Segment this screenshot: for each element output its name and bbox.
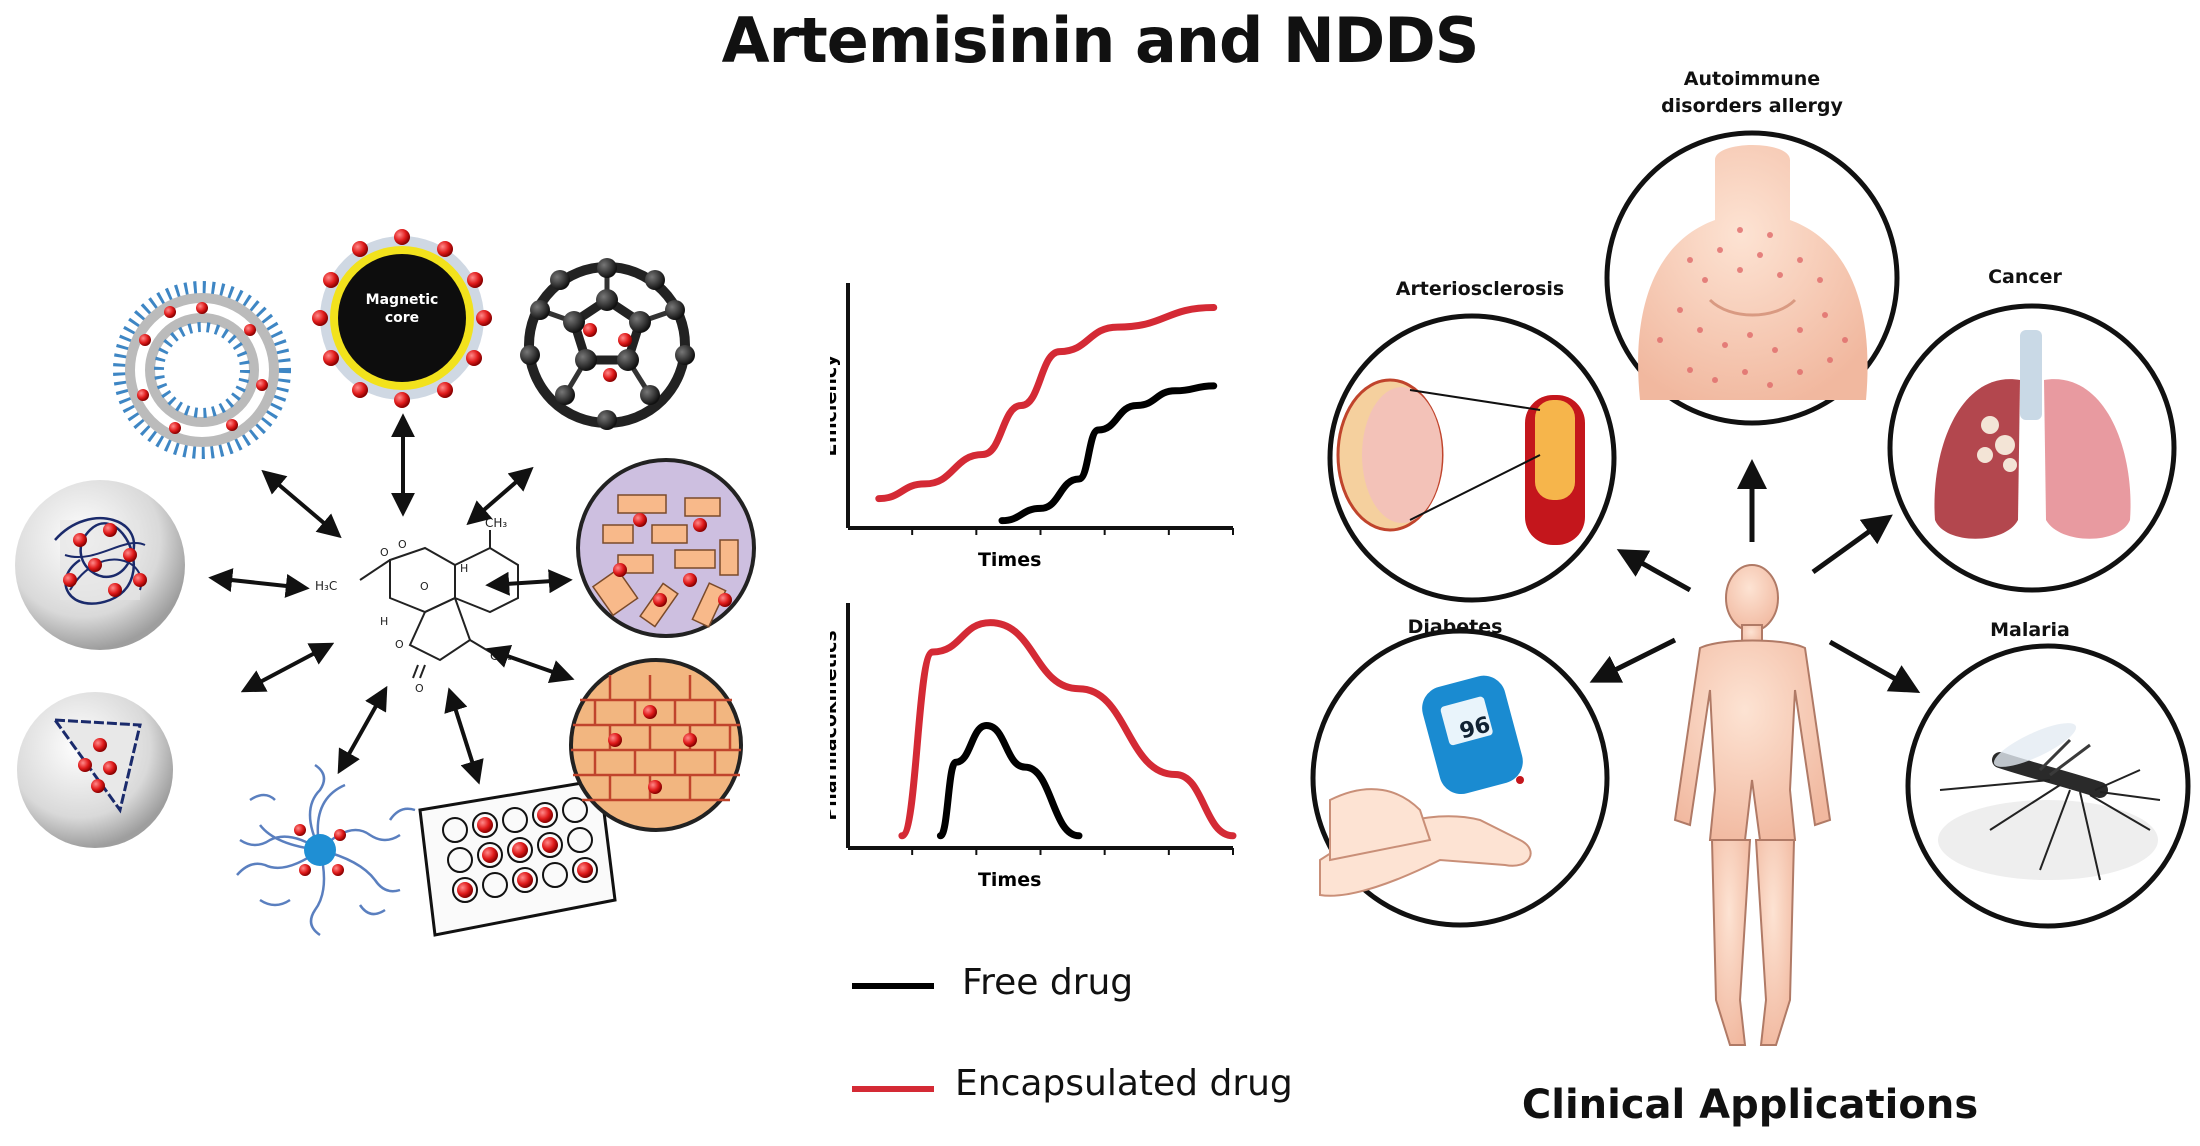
fullerene: [520, 258, 695, 430]
figure-title: Artemisinin and NDDS: [721, 4, 1480, 77]
svg-text:O: O: [380, 546, 389, 559]
svg-text:H: H: [460, 562, 468, 575]
legend-free-swatch: [852, 983, 934, 989]
pharmacokinetics-series-encapsulated-drug: [898, 619, 1237, 840]
cancer-label: Cancer: [1988, 266, 2062, 288]
svg-text:O: O: [395, 638, 404, 651]
artemisinin-structure: H₃C O O O CH₃ CH₃ H H O O: [315, 516, 519, 695]
svg-text:H: H: [380, 615, 388, 628]
autoimmune-label: Autoimmune disorders allergy: [1661, 68, 1843, 117]
arteriosclerosis-circle: [1327, 313, 1617, 603]
graphene-sheet: [418, 778, 617, 937]
clinical-applications-title: Clinical Applications: [1521, 1082, 1979, 1128]
magnetic-core-label: Magnetic core: [365, 292, 439, 326]
liposome: [113, 281, 291, 459]
nanocarrier-diagram: H₃C O O O CH₃ CH₃ H H O O: [15, 229, 756, 937]
nanostructured-lipid-carrier: [569, 658, 743, 832]
legend-encapsulated-label: Encapsulated drug: [955, 1063, 1293, 1104]
legend-free-label: Free drug: [962, 962, 1134, 1003]
efficiency-chart: EfficiencyTimes0: [830, 283, 1234, 570]
autoimmune-circle: [1604, 130, 1900, 426]
legend-encapsulated-swatch: [852, 1086, 934, 1092]
pharmacokinetics-chart: PharmacokineticsTimes0: [830, 603, 1237, 890]
malaria-circle: [1905, 643, 2191, 929]
efficiency-series-free-drug: [998, 382, 1218, 525]
nanosphere: [15, 480, 185, 650]
clinical-arrows: [1589, 459, 1921, 693]
arteriosclerosis-label: Arteriosclerosis: [1395, 278, 1565, 300]
svg-text:CH₃: CH₃: [485, 516, 507, 530]
dendrimer: [236, 763, 416, 937]
solid-lipid-nanoparticle: [576, 458, 756, 638]
svg-text:O: O: [398, 538, 407, 551]
svg-text:H₃C: H₃C: [315, 579, 337, 593]
pharmacokinetics-series-free-drug: [936, 721, 1083, 840]
nanocarrier-arrows: [208, 413, 575, 785]
efficiency-series-encapsulated-drug: [875, 304, 1218, 503]
clinical-diagram: 96: [1310, 130, 2191, 1046]
efficiency-y-label: Efficiency: [830, 354, 841, 457]
pharmacokinetics-y-label: Pharmacokinetics: [830, 630, 841, 820]
pharmacokinetics-x-label: Times: [978, 869, 1041, 890]
svg-text:O: O: [415, 682, 424, 695]
nanocapsule: [17, 692, 173, 848]
malaria-label: Malaria: [1990, 619, 2070, 641]
cancer-circle: [1887, 303, 2177, 593]
efficiency-x-label: Times: [978, 549, 1041, 570]
magnetic-nanoparticle: [312, 229, 492, 408]
diabetes-circle: [1310, 628, 1610, 928]
svg-text:O: O: [420, 580, 429, 593]
diabetes-label: Diabetes: [1407, 616, 1503, 638]
human-body: [1673, 564, 1832, 1046]
